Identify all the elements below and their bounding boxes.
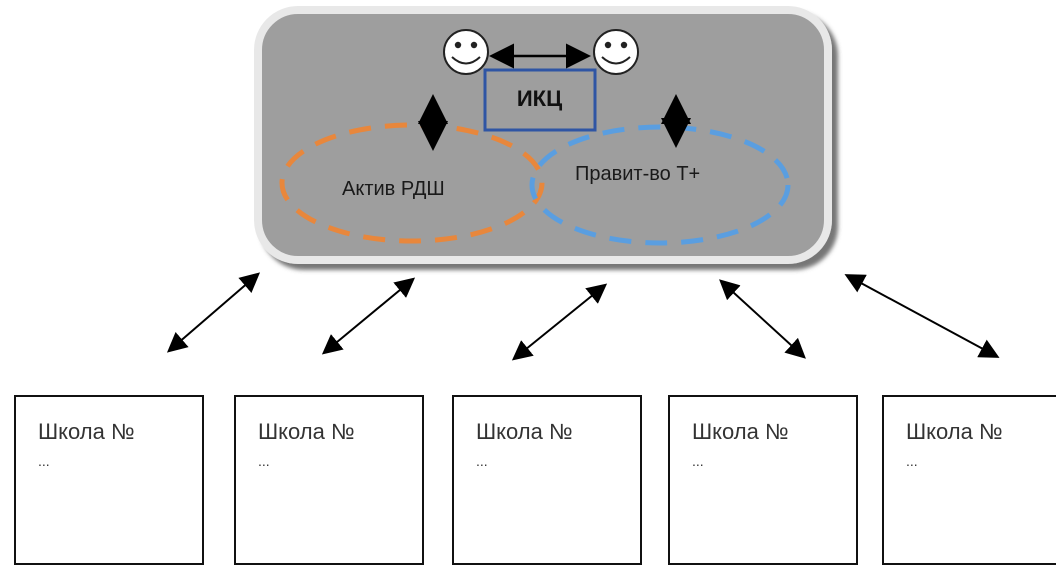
connector-arrow-1 (166, 272, 261, 353)
school-dots: ... (476, 453, 488, 469)
school-title: Школа № (38, 419, 135, 444)
school-dots: ... (38, 453, 50, 469)
right-group-label: Правит-во Т+ (575, 163, 701, 185)
school-title: Школа № (692, 419, 789, 444)
left-group-label: Актив РДШ (342, 178, 445, 200)
school-box-1: Школа № ... (14, 395, 204, 565)
connector-arrow-4 (719, 279, 806, 359)
smiley-right-icon (593, 29, 639, 75)
smiley-left-icon (443, 29, 489, 75)
ikc-label: ИКЦ (516, 86, 563, 111)
connector-arrow-5 (844, 274, 1000, 358)
school-box-3: Школа № ... (452, 395, 642, 565)
ikc-box (483, 68, 597, 132)
school-dots: ... (906, 453, 918, 469)
school-title: Школа № (476, 419, 573, 444)
school-dots: ... (692, 453, 704, 469)
right-group-ellipse (529, 124, 791, 246)
connector-arrow-2 (321, 277, 416, 355)
school-box-2: Школа № ... (234, 395, 424, 565)
school-dots: ... (258, 453, 270, 469)
left-group-ellipse (279, 122, 545, 244)
center-panel (254, 6, 832, 264)
school-box-5: Школа № ... (882, 395, 1056, 565)
school-box-4: Школа № ... (668, 395, 858, 565)
school-title: Школа № (906, 419, 1003, 444)
connector-arrow-3 (511, 283, 608, 361)
school-title: Школа № (258, 419, 355, 444)
